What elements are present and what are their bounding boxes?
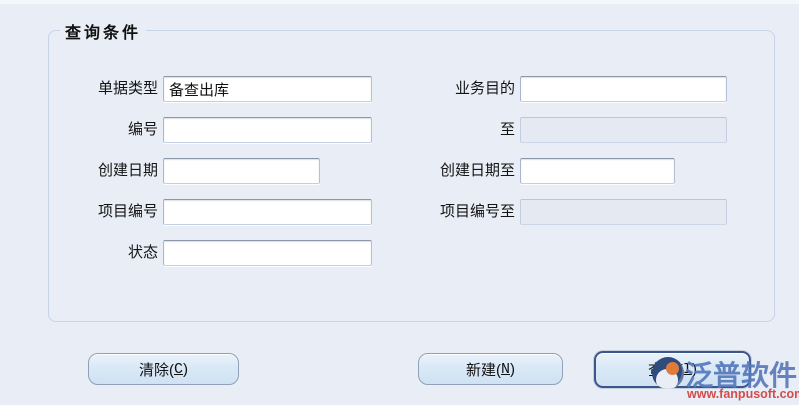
watermark-url-text: www.fanpusoft.com xyxy=(687,387,799,401)
new-button-label: 新建( xyxy=(465,361,501,379)
new-button-label-end: ) xyxy=(510,360,515,378)
clear-button-label-end: ) xyxy=(183,360,188,378)
project-number-input[interactable] xyxy=(163,199,372,225)
number-to-label: 至 xyxy=(499,121,515,138)
project-number-to-input xyxy=(520,199,727,225)
number-label: 编号 xyxy=(127,121,158,138)
window-top-edge xyxy=(0,0,799,4)
create-date-label: 创建日期 xyxy=(97,162,158,179)
business-purpose-label: 业务目的 xyxy=(454,80,515,97)
new-button-mnemonic: N xyxy=(500,360,510,378)
find-button[interactable]: 查找(I) xyxy=(594,351,751,388)
status-input[interactable] xyxy=(163,240,372,266)
number-input[interactable] xyxy=(163,117,372,143)
document-type-label: 单据类型 xyxy=(97,80,158,97)
new-button[interactable]: 新建(N) xyxy=(418,353,563,385)
find-button-label-end: ) xyxy=(692,361,697,378)
business-purpose-input[interactable] xyxy=(520,76,727,102)
create-date-to-label: 创建日期至 xyxy=(439,162,515,179)
create-date-to-input[interactable] xyxy=(520,158,675,184)
query-conditions-panel xyxy=(48,30,775,322)
project-number-label: 项目编号 xyxy=(97,203,158,220)
find-button-mnemonic: I xyxy=(682,361,692,378)
document-type-input[interactable] xyxy=(163,76,372,102)
clear-button-mnemonic: C xyxy=(173,360,183,378)
find-button-label: 查找( xyxy=(647,362,683,379)
create-date-input[interactable] xyxy=(163,158,320,184)
number-to-input xyxy=(520,117,727,143)
status-label: 状态 xyxy=(127,244,158,261)
clear-button[interactable]: 清除(C) xyxy=(88,353,239,385)
panel-legend: 查询条件 xyxy=(60,19,147,43)
project-number-to-label: 项目编号至 xyxy=(439,203,515,220)
clear-button-label: 清除( xyxy=(138,361,174,379)
